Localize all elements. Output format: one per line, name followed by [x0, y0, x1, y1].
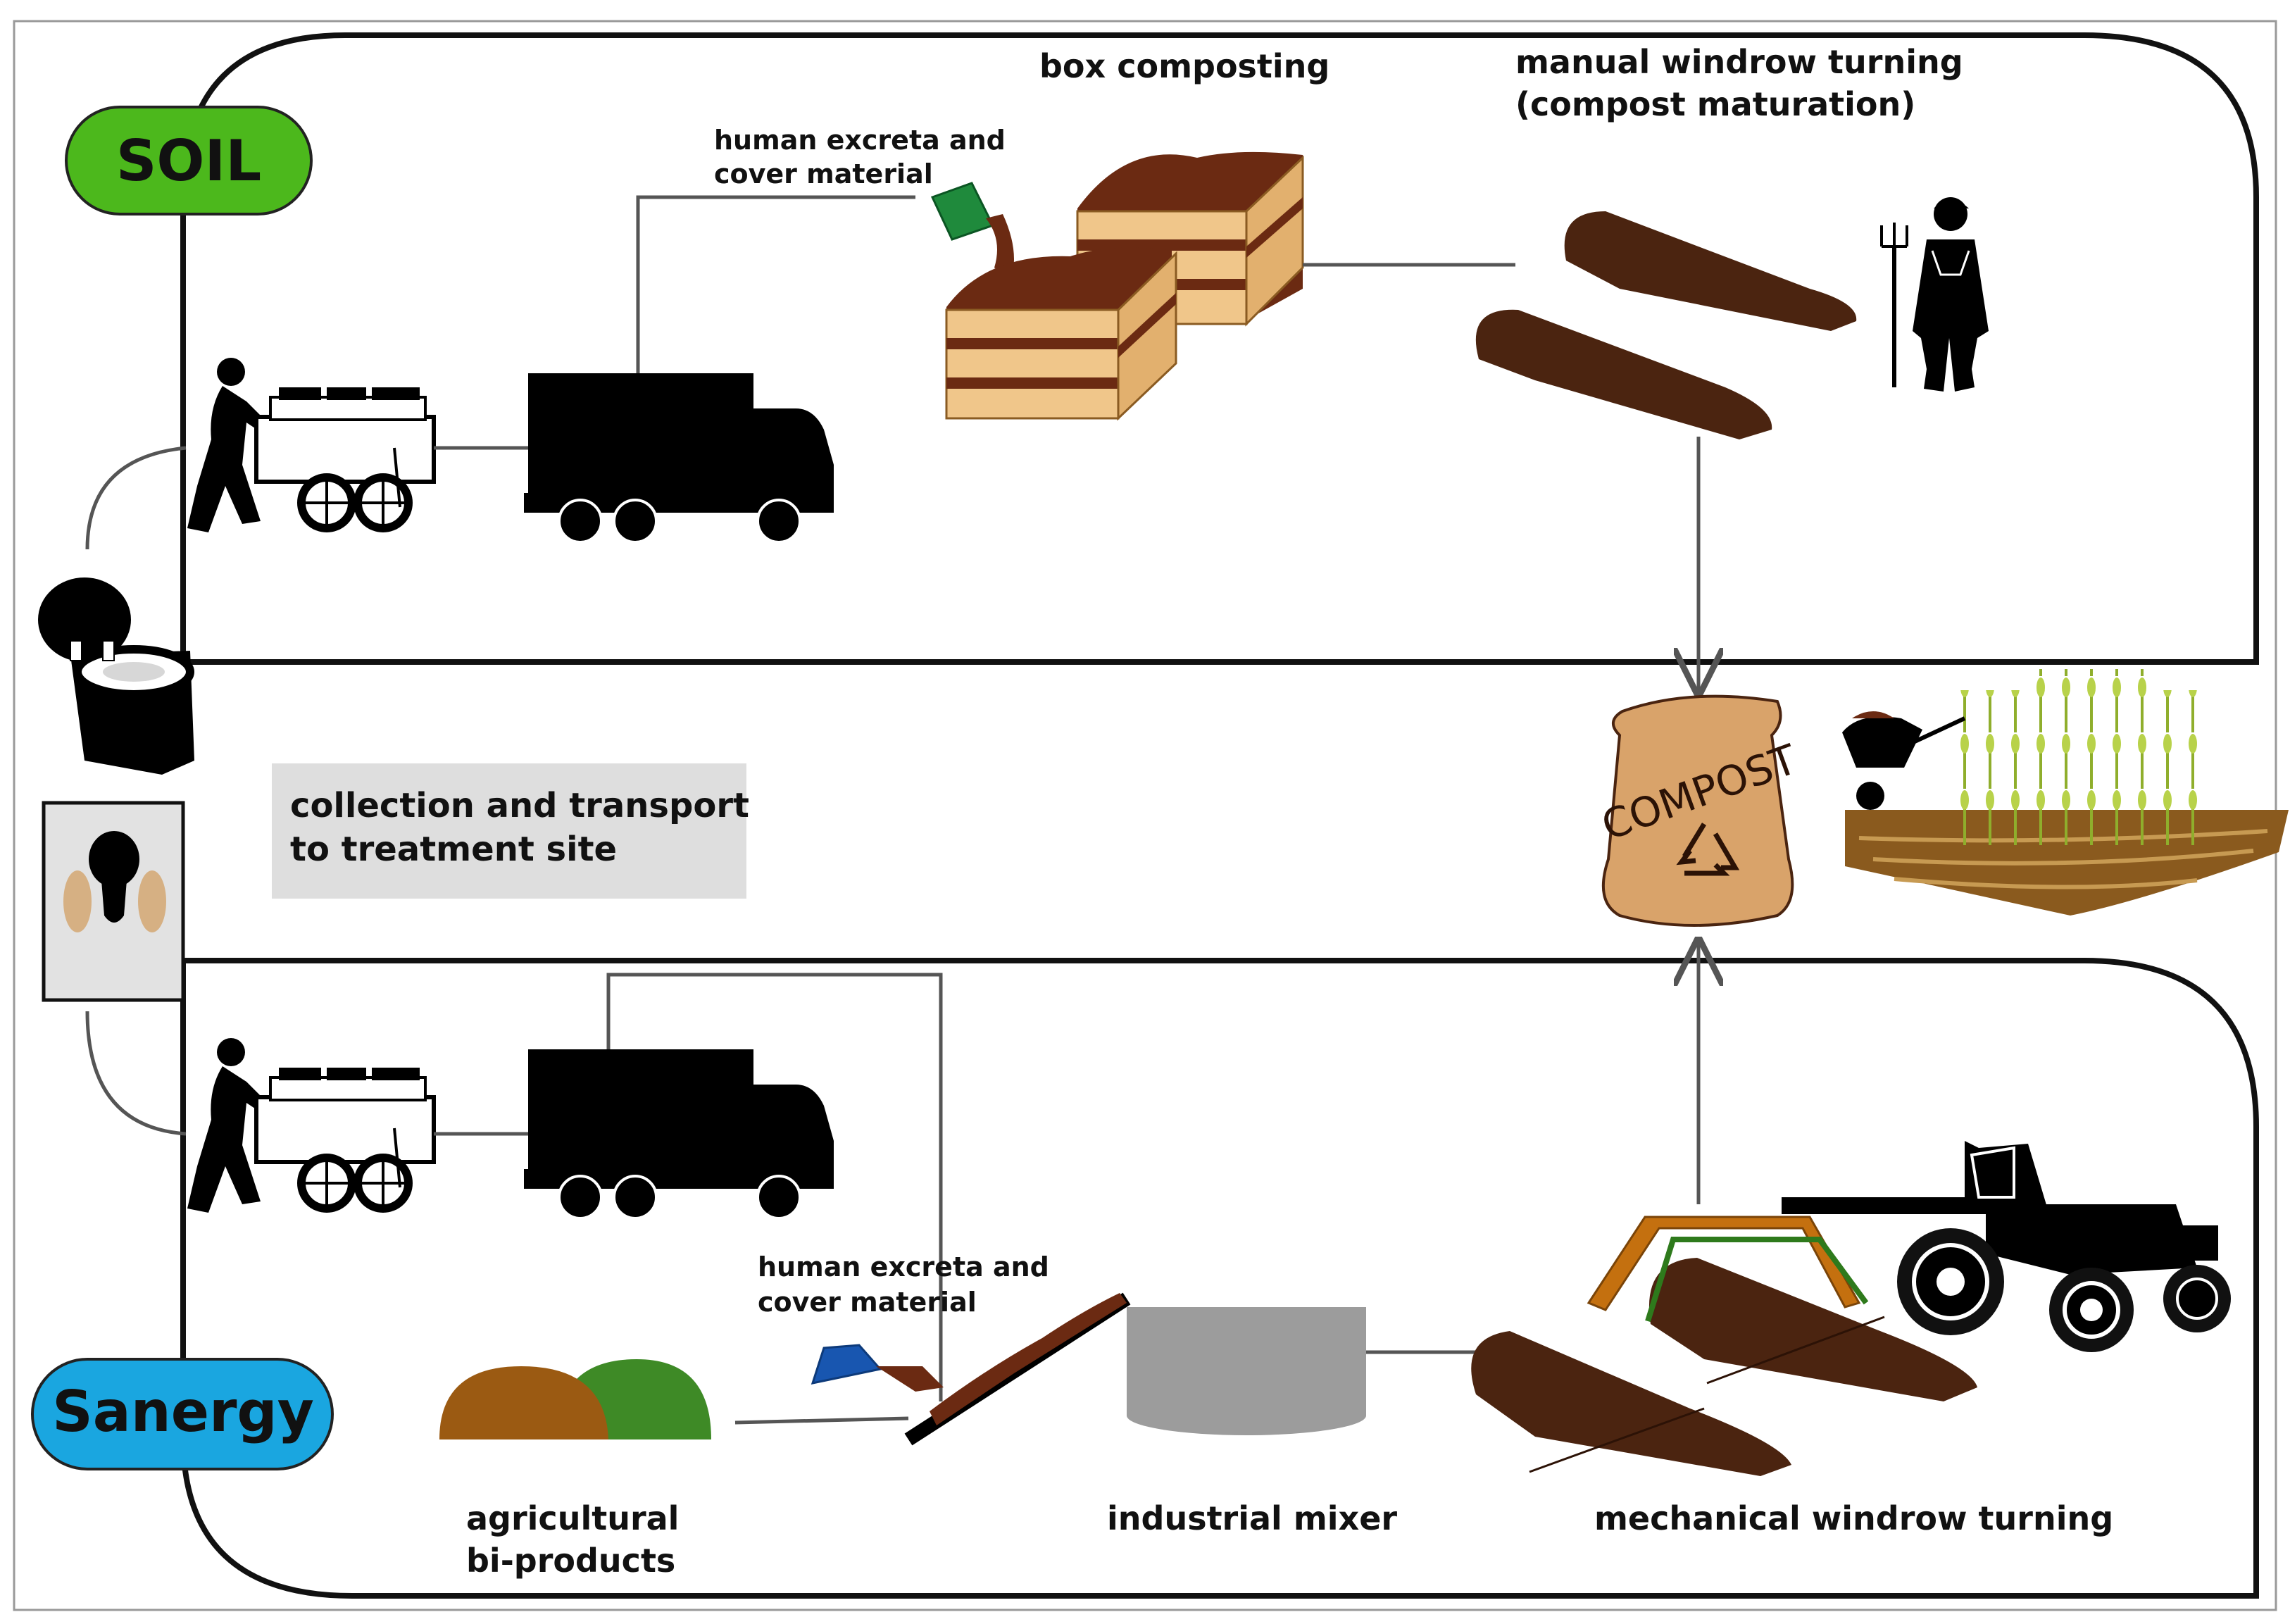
squat-slab-icon [42, 801, 185, 1002]
soil-worker-cart-icon [187, 358, 436, 532]
dry-toilet-icon [38, 577, 194, 775]
agri-label-line2: bi-products [466, 1542, 675, 1580]
excreta-label-top-line1: human excreta and [714, 125, 1006, 156]
industrial-mixer-label: industrial mixer [1107, 1499, 1397, 1537]
sanergy-label: Sanergy [52, 1379, 314, 1444]
recycle-icon [1676, 823, 1740, 876]
soil-label: SOIL [116, 128, 261, 194]
agricultural-biproducts-icon [439, 1359, 711, 1439]
compost-bag-icon: COMPOST [1596, 694, 1803, 927]
truck-to-excreta-line-top [636, 195, 915, 373]
windrow-turner-icon [1587, 1216, 1869, 1323]
toilet-to-soil-cart-line [85, 446, 187, 550]
excreta-label-top-line2: cover material [714, 158, 933, 189]
truck-to-conveyor-line [606, 973, 943, 1401]
conveyor-icon [904, 1292, 1131, 1446]
sanergy-worker-cart-icon [187, 1038, 436, 1213]
slab-to-sanergy-cart-line [85, 1011, 187, 1136]
manual-windrow-label-line2: (compost maturation) [1515, 85, 1915, 123]
collection-label-line1: collection and transport [290, 786, 749, 825]
collection-transport-callout: collection and transport to treatment si… [272, 763, 749, 899]
mechanical-windrow-label: mechanical windrow turning [1594, 1499, 2113, 1537]
blue-bucket-icon [811, 1344, 944, 1392]
biproducts-to-conveyor-line [734, 1416, 909, 1425]
manual-windrow-label-line1: manual windrow turning [1515, 43, 1963, 81]
crop-field-icon [1845, 669, 2289, 916]
excreta-label-bottom-line1: human excreta and [758, 1251, 1049, 1282]
soil-badge: SOIL [65, 106, 313, 216]
agri-label-line1: agricultural [466, 1499, 679, 1537]
wheelbarrow-icon [1842, 711, 1966, 810]
tractor-icon [1782, 1141, 2231, 1352]
compost-crates-icon [945, 151, 1304, 421]
collection-label-line2: to treatment site [290, 830, 617, 869]
sanergy-process-frame [180, 958, 2259, 1599]
green-bucket-icon [930, 182, 1014, 279]
sanergy-badge: Sanergy [31, 1358, 334, 1470]
farmer-with-pitchfork-icon [1880, 197, 1989, 392]
mechanical-windrow-piles-icon [1471, 1258, 1977, 1476]
manual-windrow-piles-icon [1475, 211, 1857, 439]
box-composting-label: box composting [1039, 47, 1329, 85]
sanergy-truck-icon [524, 1049, 834, 1220]
excreta-label-bottom-line2: cover material [758, 1287, 977, 1318]
industrial-mixer-icon [1127, 1307, 1366, 1435]
soil-truck-icon [524, 373, 834, 544]
